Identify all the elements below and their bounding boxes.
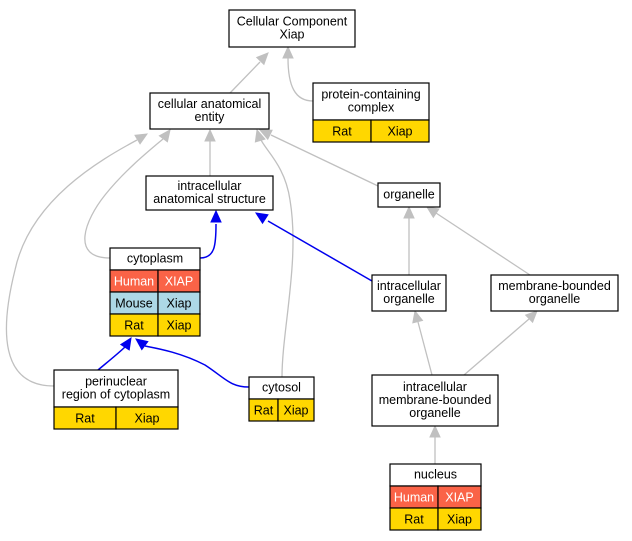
node-label: organelle [383, 187, 434, 201]
edge-intracellular-organelle-part-of-ias [254, 212, 373, 282]
node-label: nucleus [414, 467, 457, 481]
node-title-box [490, 274, 619, 312]
gene-cell [370, 119, 430, 143]
gene-cell [157, 313, 201, 337]
node-title-box [149, 92, 270, 130]
node-label: intracellular [403, 380, 467, 394]
node-title-box [377, 182, 441, 208]
node-label: membrane-bounded [498, 279, 611, 293]
arrowhead [119, 336, 132, 351]
gene-label: Xiap [134, 411, 159, 425]
node-label: cytoplasm [127, 251, 183, 265]
gene-label: Xiap [283, 403, 308, 417]
gene-label: XIAP [165, 274, 194, 288]
node-label: membrane-bounded [379, 393, 492, 407]
edge-cae-to-root [229, 52, 269, 94]
node-title-box [145, 175, 274, 211]
species-label: Rat [404, 512, 424, 526]
arrowhead [255, 52, 269, 66]
gene-label: Xiap [387, 124, 412, 138]
node-label: region of cytoplasm [62, 387, 170, 401]
node-organelle[interactable]: organelle [377, 182, 441, 208]
arrowhead [158, 129, 171, 143]
arrowhead [254, 212, 269, 225]
node-title-box [371, 274, 447, 312]
node-label: protein-containing [321, 87, 420, 101]
node-label: entity [195, 110, 226, 124]
arrowhead [134, 133, 149, 145]
species-label: Rat [75, 411, 95, 425]
gene-cell [437, 507, 482, 531]
edge-imbo-to-membrane-bounded [463, 310, 538, 376]
arrowhead [210, 209, 222, 223]
species-label: Rat [124, 318, 144, 332]
edge-perinuclear-part-of-cytoplasm [97, 336, 132, 371]
arrowhead [258, 129, 273, 141]
arrowhead [429, 424, 441, 438]
edge-cytoplasm-to-cae [84, 129, 171, 259]
node-title-box [371, 374, 499, 427]
arrowhead [135, 338, 149, 351]
edge-ias-to-cae [204, 128, 216, 176]
gene-label: XIAP [445, 490, 474, 504]
edge-cytoplasm-part-of-ias [199, 209, 222, 259]
node-label: intracellular [178, 179, 242, 193]
edge-nucleus-to-imbo [429, 424, 441, 464]
arrowhead [412, 309, 424, 324]
arrowhead [524, 310, 538, 324]
edge-cytosol-part-of-cytoplasm [135, 338, 250, 388]
gene-label: Xiap [166, 318, 191, 332]
arrowhead [204, 128, 216, 142]
node-label: perinuclear [85, 374, 147, 388]
gene-label: Xiap [166, 296, 191, 310]
arrowhead [282, 45, 294, 59]
edge-membrane-bounded-to-organelle [425, 206, 531, 276]
gene-label: Xiap [447, 512, 472, 526]
node-title-box [312, 82, 430, 121]
species-label: Mouse [115, 296, 153, 310]
node-label: complex [348, 100, 395, 114]
arrowhead [403, 205, 415, 219]
edge-layer [5, 45, 538, 464]
edge-imbo-to-intracellular-organelle [412, 309, 433, 376]
species-label: Human [114, 274, 154, 288]
node-title-box [228, 9, 356, 48]
arrowhead [425, 206, 440, 219]
node-label: Xiap [279, 27, 304, 41]
node-label: organelle [383, 292, 434, 306]
node-label: cellular anatomical [158, 97, 262, 111]
node-label: organelle [529, 292, 580, 306]
node-label: cytosol [262, 380, 301, 394]
node-layer: Cellular ComponentXiapprotein-containing… [53, 9, 619, 531]
edge-intracellular-organelle-to-organelle [403, 205, 415, 275]
species-label: Rat [332, 124, 352, 138]
node-label: Cellular Component [237, 14, 348, 28]
gene-cell [115, 406, 179, 430]
edge-cytosol-to-cae [254, 128, 294, 378]
edge-organelle-to-cae [258, 129, 379, 187]
edge-protein-complex-to-root [282, 45, 314, 102]
arrowhead [254, 128, 266, 143]
node-label: organelle [409, 406, 460, 420]
species-label: Rat [254, 403, 274, 417]
node-label: intracellular [377, 279, 441, 293]
node-label: anatomical structure [153, 192, 266, 206]
edge-perinuclear-to-cae [5, 133, 149, 387]
species-label: Human [394, 490, 434, 504]
gene-cell [277, 398, 315, 422]
